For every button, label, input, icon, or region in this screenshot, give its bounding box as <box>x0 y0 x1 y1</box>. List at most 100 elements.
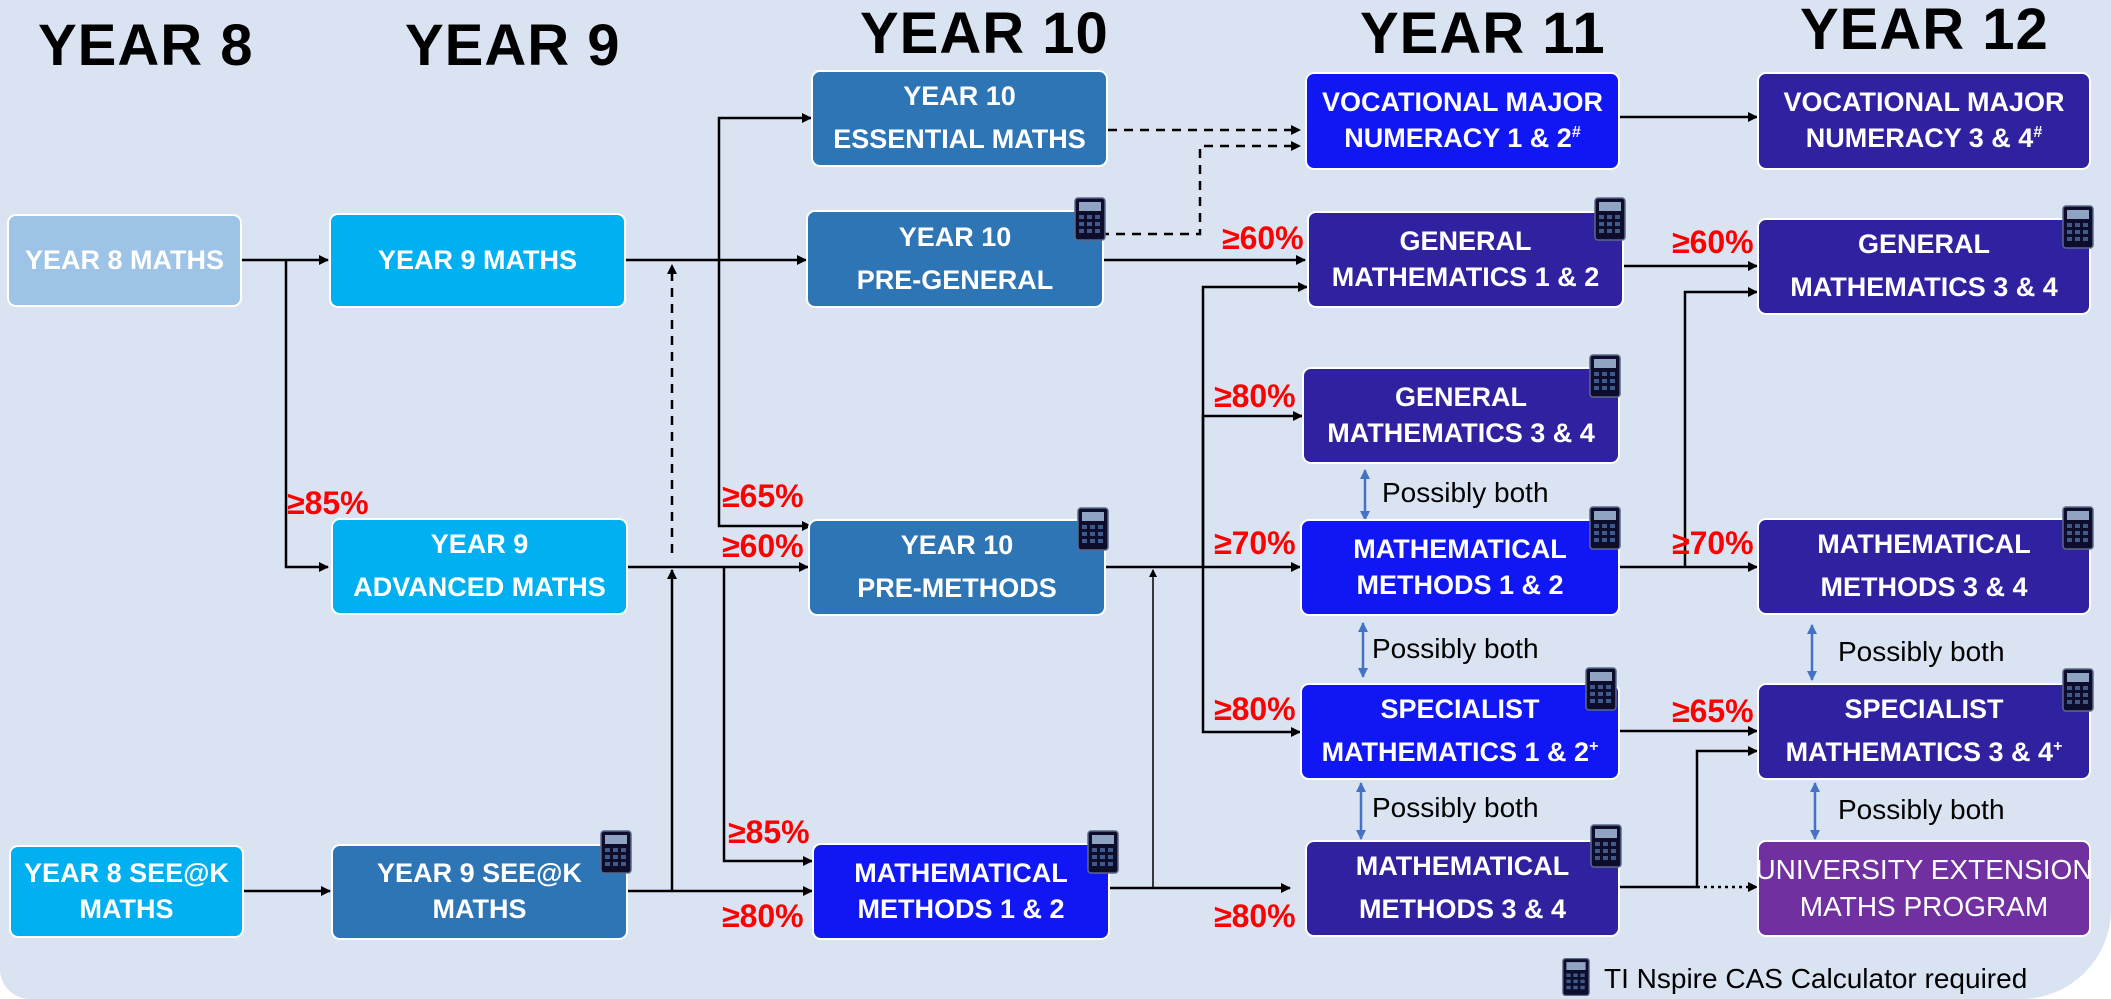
plus-mark: + <box>2053 737 2063 755</box>
arrow-meth34-to-spec34 <box>1620 746 1758 889</box>
box-line: MATHEMATICAL <box>1355 851 1570 882</box>
calculator-icon <box>600 830 632 874</box>
box-line: PRE-METHODS <box>857 572 1057 603</box>
threshold-specialist12-80: ≥80% <box>1214 691 1296 727</box>
arrow-to-gen34 <box>1201 411 1303 567</box>
calculator-icon <box>1562 957 1590 997</box>
box-line: METHODS 1 & 2 <box>1356 569 1564 600</box>
box-line: YEAR 8 MATHS <box>24 244 225 275</box>
note-possibly-both: Possibly both <box>1382 477 1549 508</box>
threshold-y12-specialist34-65: ≥65% <box>1672 693 1754 729</box>
box-line: METHODS 3 & 4 <box>1358 893 1567 924</box>
box-line: MATHEMATICS 3 & 4 <box>1790 271 2058 302</box>
calculator-icon <box>1594 197 1626 241</box>
box-line: MATHEMATICS 3 & 4 <box>1327 417 1595 448</box>
calculator-icon <box>1087 830 1119 874</box>
box-line: NUMERACY 3 & 4# <box>1806 121 2042 157</box>
threshold-y10-80: ≥80% <box>722 898 804 934</box>
box-line: YEAR 10 <box>900 530 1014 561</box>
calculator-icon <box>1077 507 1109 551</box>
box-line: ESSENTIAL MATHS <box>833 123 1086 154</box>
box-line: YEAR 9 MATHS <box>377 244 578 275</box>
box-year10-pregeneral: YEAR 10 PRE-GENERAL <box>806 210 1104 308</box>
calculator-icon <box>1585 667 1617 711</box>
box-year11-general12: GENERAL MATHEMATICS 1 & 2 <box>1307 211 1624 308</box>
box-line: UNIVERSITY EXTENSION <box>1755 853 2093 885</box>
box-year9-maths: YEAR 9 MATHS <box>329 213 626 308</box>
box-line: MATHEMATICS 3 & 4+ <box>1786 735 2063 771</box>
box-year8-maths: YEAR 8 MATHS <box>7 214 242 307</box>
box-line: SPECIALIST <box>1844 694 2004 725</box>
threshold-y9adv-85: ≥85% <box>287 485 369 521</box>
arrow-y9-to-y10pm <box>717 260 812 531</box>
header-year12: YEAR 12 <box>1800 0 2049 62</box>
threshold-y10-60: ≥60% <box>722 528 804 564</box>
header-year11: YEAR 11 <box>1360 1 1606 66</box>
box-line-text: MATHEMATICS 3 & 4 <box>1785 736 2054 767</box>
box-line: MATHEMATICAL <box>1353 533 1567 564</box>
calculator-icon <box>1590 824 1622 868</box>
box-line: MATHS <box>79 893 174 924</box>
box-line: PRE-GENERAL <box>856 264 1054 295</box>
note-possibly-both: Possibly both <box>1372 633 1539 664</box>
legend-calculator-label: TI Nspire CAS Calculator required <box>1604 963 2028 994</box>
threshold-y12-methods34-70: ≥70% <box>1672 525 1754 561</box>
calculator-icon <box>2062 506 2094 550</box>
note-possibly-both: Possibly both <box>1838 636 2005 667</box>
box-year10-premethods: YEAR 10 PRE-METHODS <box>808 519 1106 616</box>
arrow-y9adv-to-y10meth <box>722 567 813 866</box>
box-year12-vm34: VOCATIONAL MAJOR NUMERACY 3 & 4# <box>1757 72 2091 170</box>
box-line: VOCATIONAL MAJOR <box>1783 87 2065 118</box>
box-year10-methods12: MATHEMATICAL METHODS 1 & 2 <box>812 843 1110 940</box>
box-line: METHODS 3 & 4 <box>1820 571 2028 602</box>
calculator-icon <box>1589 506 1621 550</box>
threshold-y12-general34-60: ≥60% <box>1672 224 1754 260</box>
box-line: MATHEMATICS 1 & 2+ <box>1322 735 1599 771</box>
box-line: GENERAL <box>1857 229 1990 260</box>
box-line: NUMERACY 1 & 2# <box>1344 121 1580 157</box>
hash-mark: # <box>1571 124 1581 141</box>
arrow-meth12-to-gen34 <box>1683 287 1758 567</box>
box-year8-seek: YEAR 8 SEE@K MATHS <box>9 845 244 938</box>
box-year12-specialist34: SPECIALIST MATHEMATICS 3 & 4+ <box>1757 683 2091 780</box>
box-line: MATHEMATICS 1 & 2 <box>1331 261 1600 292</box>
threshold-methods34-80: ≥80% <box>1214 898 1296 934</box>
box-year11-general34: GENERAL MATHEMATICS 3 & 4 <box>1302 367 1620 464</box>
threshold-y10-65: ≥65% <box>722 478 804 514</box>
note-possibly-both: Possibly both <box>1372 792 1539 823</box>
box-line-text: NUMERACY 3 & 4 <box>1805 123 2034 153</box>
plus-mark: + <box>1589 737 1599 755</box>
box-line: YEAR 9 SEE@K <box>377 858 582 889</box>
header-year9: YEAR 9 <box>405 13 621 78</box>
arrow-y8-to-y9adv <box>284 260 329 572</box>
calculator-icon <box>2062 205 2094 249</box>
calculator-icon <box>2062 668 2094 712</box>
box-line: SPECIALIST <box>1380 694 1540 725</box>
dashed-pg-to-vm12 <box>1100 141 1301 236</box>
threshold-general34-80: ≥80% <box>1214 378 1296 414</box>
box-line: VOCATIONAL MAJOR <box>1321 87 1603 118</box>
box-line: YEAR 8 SEE@K <box>24 857 229 888</box>
threshold-methods12-70: ≥70% <box>1214 525 1296 561</box>
box-line-text: MATHEMATICS 1 & 2 <box>1321 736 1590 767</box>
arrow-y9-to-y10ess <box>717 113 812 260</box>
calculator-icon <box>1589 354 1621 398</box>
threshold-general12-60: ≥60% <box>1222 220 1304 256</box>
box-year12-methods34: MATHEMATICAL METHODS 3 & 4 <box>1757 518 2091 615</box>
box-line: YEAR 10 <box>898 221 1012 252</box>
box-line: GENERAL <box>1399 225 1532 256</box>
threshold-y10-85: ≥85% <box>728 814 810 850</box>
box-year12-general34: GENERAL MATHEMATICS 3 & 4 <box>1757 218 2091 315</box>
box-line: YEAR 9 <box>430 529 529 560</box>
box-line: MATHEMATICAL <box>1817 529 2031 560</box>
box-line-text: NUMERACY 1 & 2 <box>1344 123 1572 153</box>
box-line: MATHS PROGRAM <box>1799 890 2049 922</box>
box-year11-specialist12: SPECIALIST MATHEMATICS 1 & 2+ <box>1300 683 1620 780</box>
box-line: GENERAL <box>1394 381 1527 412</box>
hash-mark: # <box>2033 124 2043 141</box>
box-line: MATHEMATICAL <box>854 857 1068 888</box>
box-year11-vm12: VOCATIONAL MAJOR NUMERACY 1 & 2# <box>1305 72 1620 170</box>
box-line: METHODS 1 & 2 <box>857 893 1065 924</box>
